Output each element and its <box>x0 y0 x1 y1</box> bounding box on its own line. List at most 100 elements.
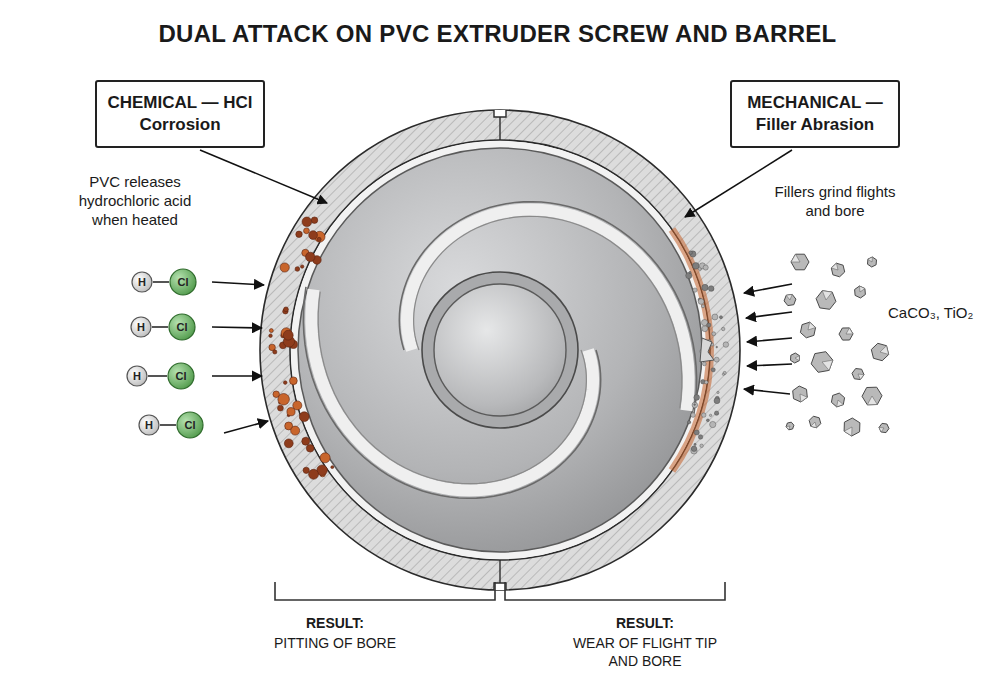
barrel-notch <box>494 110 506 117</box>
corrosion-pit <box>299 412 309 422</box>
filler-particle <box>852 369 864 380</box>
corrosion-pit <box>277 405 283 411</box>
filler-formula: CaCO₃, TiO₂ <box>888 303 988 322</box>
wear-speck <box>702 413 707 418</box>
wear-speck <box>714 357 719 362</box>
atom-symbol: H <box>130 316 152 338</box>
corrosion-pit <box>302 437 310 445</box>
attack-box: MECHANICAL — Filler Abrasion <box>730 80 900 148</box>
corrosion-pit <box>306 445 314 453</box>
corrosion-pit <box>269 329 273 333</box>
filler-particle <box>786 422 794 430</box>
wear-speck <box>714 398 720 404</box>
result-bracket <box>275 582 495 600</box>
screw-flight-face <box>298 148 702 552</box>
corrosion-pit <box>331 466 334 469</box>
atom-symbol: H <box>131 271 153 293</box>
abrasion-wear <box>686 251 729 454</box>
corrosion-pit <box>309 231 318 240</box>
wear-speck <box>707 323 711 327</box>
box-heading: CHEMICAL — HCl Corrosion <box>107 92 253 136</box>
result-note: WEAR OF FLIGHT TIP AND BORE <box>560 634 730 670</box>
corrosion-pit <box>284 439 293 448</box>
wear-speck <box>694 430 699 435</box>
hcl-arrows <box>212 282 268 433</box>
atom-bond <box>153 281 169 283</box>
barrel-wall <box>260 110 740 590</box>
wear-speck <box>693 263 700 270</box>
screw-flights <box>303 202 696 499</box>
atom-circle: H <box>138 414 160 436</box>
filler-particle <box>809 416 821 428</box>
atom-symbol: Cl <box>168 313 196 341</box>
corrosion-pit <box>269 334 272 337</box>
wear-speck <box>694 404 696 406</box>
filler-particle <box>791 254 809 270</box>
wear-speck <box>694 395 700 401</box>
wear-speck <box>693 288 697 292</box>
wear-speck <box>689 251 693 255</box>
wear-speck <box>694 443 696 445</box>
wear-speck <box>708 286 714 292</box>
atom-circle: Cl <box>167 362 195 390</box>
attack-arrow <box>212 282 264 285</box>
corrosion-pit <box>302 217 312 227</box>
attack-arrow <box>224 421 268 433</box>
corrosion-pit <box>278 393 290 405</box>
corrosion-pit <box>304 228 310 234</box>
wear-speck <box>722 373 724 375</box>
wear-speck <box>723 371 726 374</box>
corrosion-pit <box>273 350 277 354</box>
atom-symbol: Cl <box>176 411 204 439</box>
corrosion-pit <box>320 453 330 463</box>
description-note: Fillers grind flights and bore <box>770 182 900 220</box>
corrosion-pit <box>309 469 319 479</box>
wear-speck <box>703 265 708 270</box>
filler-particle <box>879 423 889 432</box>
atom-symbol: Cl <box>167 362 195 390</box>
attack-arrow <box>747 338 792 342</box>
wear-speck <box>686 272 692 278</box>
atom-bond <box>152 326 168 328</box>
attack-box: CHEMICAL — HCl Corrosion <box>95 80 265 148</box>
corrosion-pit <box>284 307 289 312</box>
chipped-flight-tip <box>700 338 714 362</box>
barrel-bore <box>291 141 709 559</box>
corrosion-pitting <box>269 217 714 479</box>
result-bracket <box>505 582 725 600</box>
atom-bond <box>160 424 176 426</box>
wear-speck <box>687 421 690 424</box>
wear-speck <box>698 435 703 440</box>
filler-particle <box>784 294 796 305</box>
wear-speck <box>711 368 715 372</box>
filler-particle <box>811 352 833 373</box>
corrosion-pit <box>300 265 303 268</box>
corrosion-pit <box>303 467 309 473</box>
corrosion-pit <box>317 237 321 241</box>
wear-speck <box>723 342 729 348</box>
corrosion-pit <box>296 231 302 237</box>
box-heading: MECHANICAL — Filler Abrasion <box>742 92 888 136</box>
wear-speck <box>702 362 706 366</box>
wear-speck <box>689 271 691 273</box>
wear-speck <box>716 346 718 348</box>
atom-circle: Cl <box>168 313 196 341</box>
screw-root <box>422 272 578 428</box>
atom-circle: H <box>131 271 153 293</box>
attack-arrow <box>747 364 792 366</box>
leader-line <box>200 150 327 203</box>
wear-speck <box>710 421 716 427</box>
filler-particle <box>844 418 860 436</box>
corrosion-pit <box>295 267 300 272</box>
filler-particles <box>784 254 889 436</box>
wear-speck <box>719 316 722 319</box>
filler-particle <box>862 387 882 405</box>
barrel-split <box>499 117 500 140</box>
filler-particle <box>839 328 853 340</box>
rust-stain <box>669 227 714 472</box>
filler-particle <box>816 291 836 310</box>
wear-speck <box>698 299 704 305</box>
corrosion-pit <box>290 377 298 385</box>
atom-bond <box>148 375 167 377</box>
